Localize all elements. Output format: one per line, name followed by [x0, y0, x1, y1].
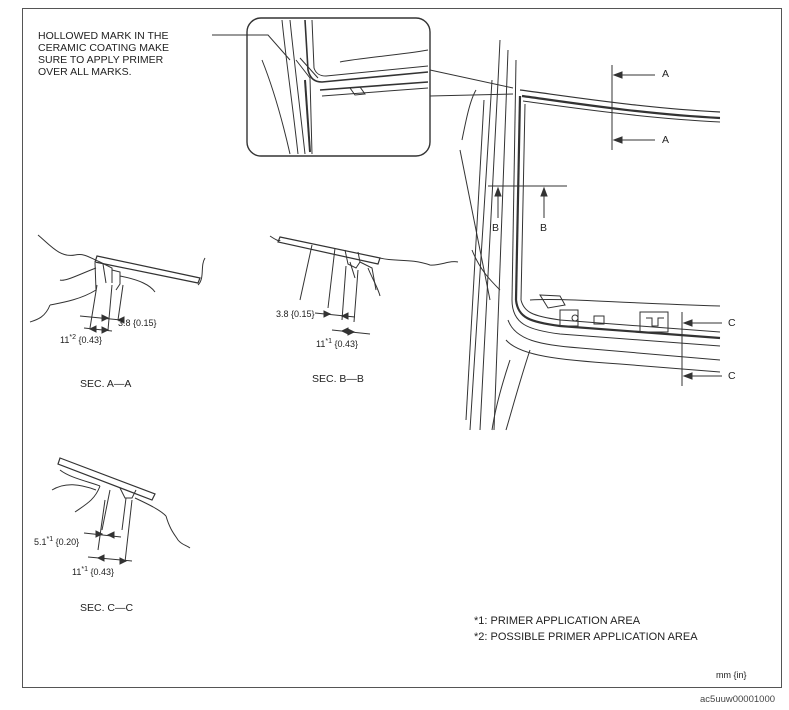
section-cut-aa	[611, 65, 655, 150]
figure-frame	[22, 8, 782, 688]
units-label: mm {in}	[716, 670, 747, 680]
bb-dim-small: 3.8 {0.15}	[276, 309, 315, 319]
bb-dim-large: 11*1 {0.43}	[316, 338, 359, 349]
note-possible-primer-area: *2: POSSIBLE PRIMER APPLICATION AREA	[474, 631, 698, 643]
cut-label-c-top: C	[728, 317, 736, 329]
aa-dim-small: 3.8 {0.15}	[118, 318, 157, 328]
figure-code: ac5uuw00001000	[700, 694, 776, 705]
callout-leader	[212, 34, 291, 61]
bb-section-title: SEC. B—B	[312, 373, 364, 385]
callout-line-3: SURE TO APPLY PRIMER	[38, 54, 164, 66]
section-cut-bb	[488, 185, 567, 218]
detail-zoom-box	[246, 17, 514, 157]
vehicle-main-view	[459, 39, 721, 431]
section-cc-drawing	[51, 457, 191, 565]
section-cut-cc	[681, 312, 722, 386]
cut-label-b-right: B	[540, 222, 548, 234]
section-bb-drawing	[269, 235, 459, 336]
callout-line-1: HOLLOWED MARK IN THE	[38, 30, 169, 42]
callout-line-4: OVER ALL MARKS.	[38, 66, 132, 78]
callout-line-2: CERAMIC COATING MAKE	[38, 42, 170, 54]
cc-section-title: SEC. C—C	[80, 602, 134, 614]
cut-label-b-left: B	[492, 222, 500, 234]
note-primer-area: *1: PRIMER APPLICATION AREA	[474, 615, 641, 627]
cut-label-c-bottom: C	[728, 370, 736, 382]
section-aa-drawing	[29, 234, 206, 334]
aa-dim-large: 11*2 {0.43}	[60, 334, 103, 345]
cc-dim-large: 11*1 {0.43}	[72, 566, 115, 577]
aa-section-title: SEC. A—A	[80, 378, 132, 390]
cut-label-a-top: A	[662, 68, 670, 80]
cc-dim-small: 5.1*1 {0.20}	[34, 536, 80, 547]
cut-label-a-bottom: A	[662, 134, 670, 146]
